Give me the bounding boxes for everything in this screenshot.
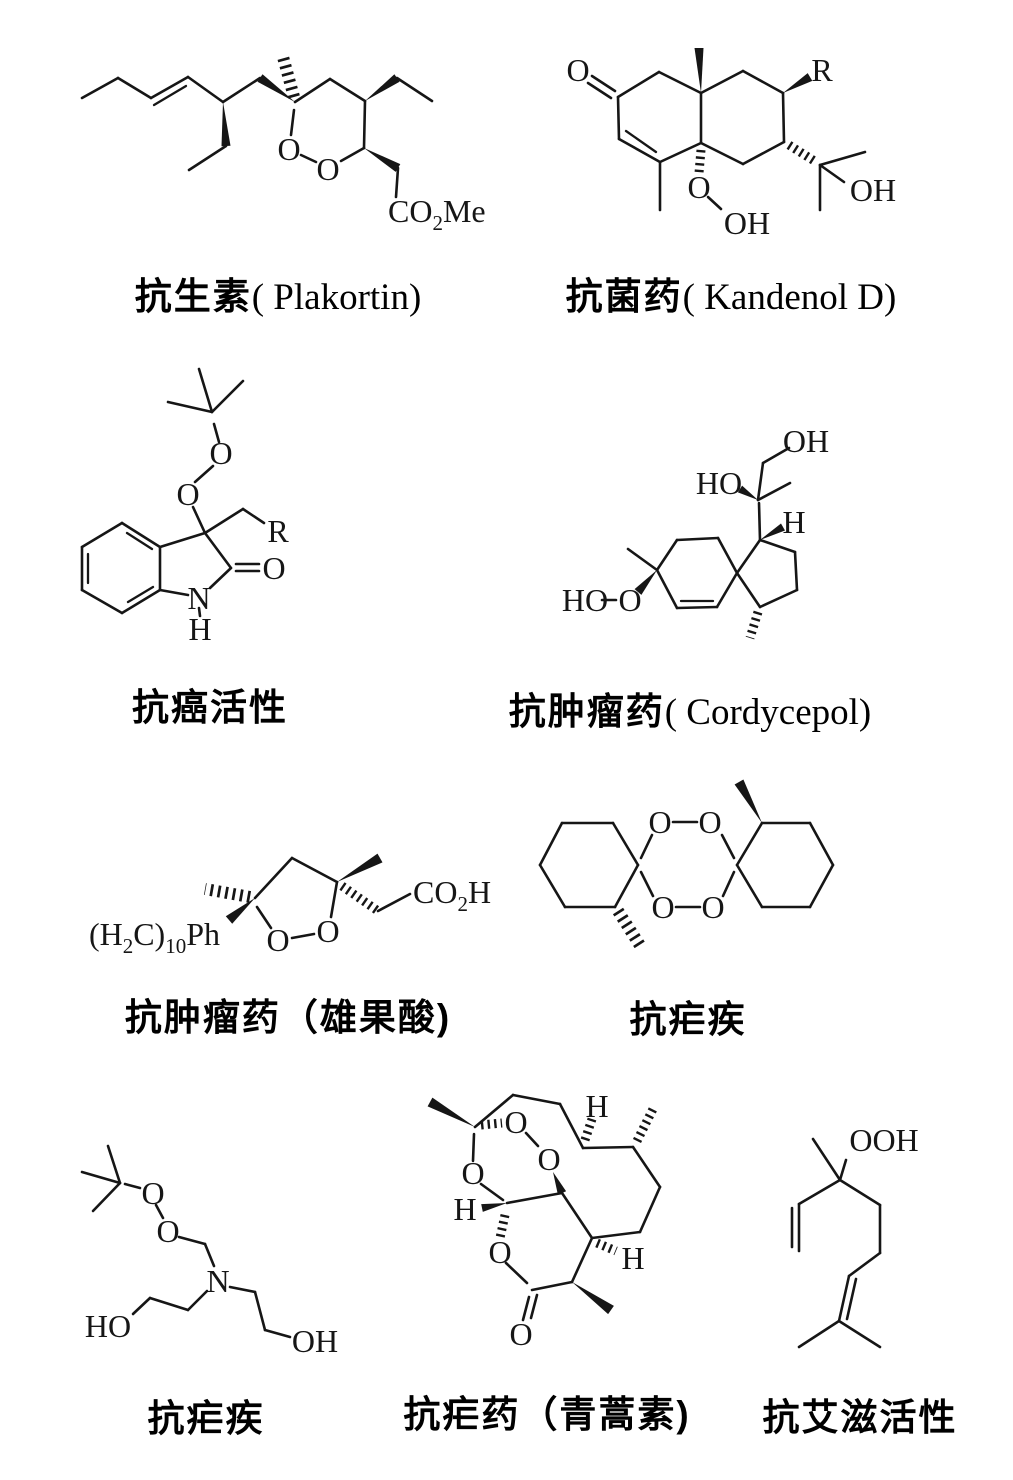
caption-tetraoxane: 抗疟疾 — [538, 989, 838, 1043]
lactone-oxygen-label: O — [488, 1234, 511, 1270]
caption-kandenol-d: 抗菌药( Kandenol D) — [531, 266, 931, 320]
carbonyl-oxygen-label: O — [262, 550, 285, 586]
nitrogen-label: N — [206, 1263, 229, 1299]
peroxide-oxygen-label: O — [176, 476, 199, 512]
caption-terpene-hydroperoxide: 抗艾滋活性 — [710, 1387, 1010, 1441]
oxygen-label: O — [701, 889, 724, 925]
ketone-oxygen-label: O — [566, 52, 589, 88]
caption-amino-peroxide: 抗疟疾 — [56, 1388, 356, 1442]
hydroxyl-label: OH — [783, 423, 829, 459]
caption-activity: 抗疟疾 — [147, 1398, 265, 1439]
caption-activity: 抗肿瘤药（雄果酸) — [124, 997, 452, 1038]
bond-lines — [790, 1137, 882, 1349]
ester-co: CO — [388, 193, 432, 229]
oxygen-label: O — [648, 804, 671, 840]
caption-compound: ( Kandenol D) — [682, 277, 897, 318]
peroxide-oxygen-label: O — [504, 1104, 527, 1140]
acid-sub: 2 — [457, 892, 468, 916]
ester-me: Me — [443, 193, 486, 229]
structure-plakortin: O O CO2Me — [80, 55, 486, 235]
caption-activity: 抗菌药 — [565, 276, 683, 317]
bond-lines — [80, 1144, 292, 1339]
chain-sub2: 10 — [165, 934, 186, 958]
oxygen-label: O — [651, 889, 674, 925]
hydroperoxide-label: OOH — [849, 1122, 918, 1158]
bond-lines — [538, 779, 835, 951]
bond-lines — [80, 55, 434, 199]
ester-sub: 2 — [432, 211, 443, 235]
structure-plakinic-acid: (H2C)10Ph O O CO2H — [89, 853, 491, 958]
caption-compound: ( Cordycepol) — [664, 692, 872, 733]
chain-mid: C) — [133, 916, 165, 952]
hydroxyl-label: OH — [292, 1323, 338, 1359]
bond-lines — [427, 1093, 662, 1322]
structure-artemisinin: O O O O O H H H — [427, 1088, 662, 1352]
oxygen-label: O — [316, 151, 339, 187]
peroxide-oxygen-label: O — [156, 1213, 179, 1249]
hydrogen-label: H — [782, 504, 805, 540]
caption-activity: 抗癌活性 — [132, 687, 288, 728]
ester-group-label: CO2Me — [388, 193, 486, 235]
carboxylic-acid-label: CO2H — [413, 874, 491, 916]
structure-tetraoxane: O O O O — [538, 779, 835, 951]
peroxide-oxygen-label: O — [537, 1141, 560, 1177]
caption-compound: ( Plakortin) — [251, 277, 422, 318]
nh-hydrogen-label: H — [188, 611, 211, 647]
caption-plakinic-acid: 抗肿瘤药（雄果酸) — [88, 987, 488, 1041]
alkyl-phenyl-chain-label: (H2C)10Ph — [89, 916, 220, 958]
acid-h: H — [468, 874, 491, 910]
ring-oxygen-label: O — [461, 1155, 484, 1191]
caption-activity: 抗生素 — [134, 276, 252, 317]
structure-cordycepol: OH HO H HO O — [562, 423, 829, 640]
chain-pre: (H — [89, 916, 123, 952]
oxygen-label: O — [698, 804, 721, 840]
caption-activity: 抗艾滋活性 — [762, 1397, 958, 1438]
caption-artemisinin: 抗疟药（青蒿素) — [347, 1384, 747, 1438]
caption-cordycepol: 抗肿瘤药( Cordycepol) — [490, 681, 890, 735]
peroxide-oxygen-label: O — [687, 169, 710, 205]
caption-oxindole-peroxide: 抗癌活性 — [60, 677, 360, 731]
caption-plakortin: 抗生素( Plakortin) — [78, 266, 478, 320]
peroxide-oxygen-label: O — [618, 582, 641, 618]
chain-sub1: 2 — [123, 934, 134, 958]
hydrogen-label: H — [453, 1191, 476, 1227]
structure-terpene-hydroperoxide: OOH — [790, 1122, 919, 1349]
nitrogen-label: N — [187, 580, 210, 616]
r-group-label: R — [267, 513, 289, 549]
structure-amino-peroxide: O O N HO OH — [80, 1144, 338, 1359]
bond-lines — [80, 367, 266, 618]
structure-oxindole-peroxide: O O O N H R — [80, 367, 289, 647]
acid-co: CO — [413, 874, 457, 910]
hydroxyl-label: HO — [85, 1308, 131, 1344]
bond-lines — [203, 853, 412, 940]
peroxide-oxygen-label: O — [209, 435, 232, 471]
hydrogen-label: H — [621, 1240, 644, 1276]
bond-lines — [586, 48, 867, 212]
peroxide-oxygen-label: O — [141, 1175, 164, 1211]
caption-activity: 抗肿瘤药 — [508, 691, 665, 732]
hydrogen-label: H — [585, 1088, 608, 1124]
oxygen-label: O — [316, 913, 339, 949]
r-group-label: R — [811, 52, 833, 88]
carbonyl-oxygen-label: O — [509, 1316, 532, 1352]
caption-activity: 抗疟药（青蒿素) — [403, 1394, 691, 1435]
hydroxyl-label: HO — [696, 465, 742, 501]
oxygen-label: O — [266, 922, 289, 958]
oxygen-label: O — [277, 131, 300, 167]
structure-kandenol-d: O R O OH OH — [566, 48, 896, 241]
hydroperoxide-ho-label: HO — [562, 582, 608, 618]
hydroperoxide-oh-label: OH — [724, 205, 770, 241]
chain-post: Ph — [186, 916, 220, 952]
caption-activity: 抗疟疾 — [629, 999, 747, 1040]
hydroxyl-label: OH — [850, 172, 896, 208]
bond-lines — [600, 446, 799, 640]
